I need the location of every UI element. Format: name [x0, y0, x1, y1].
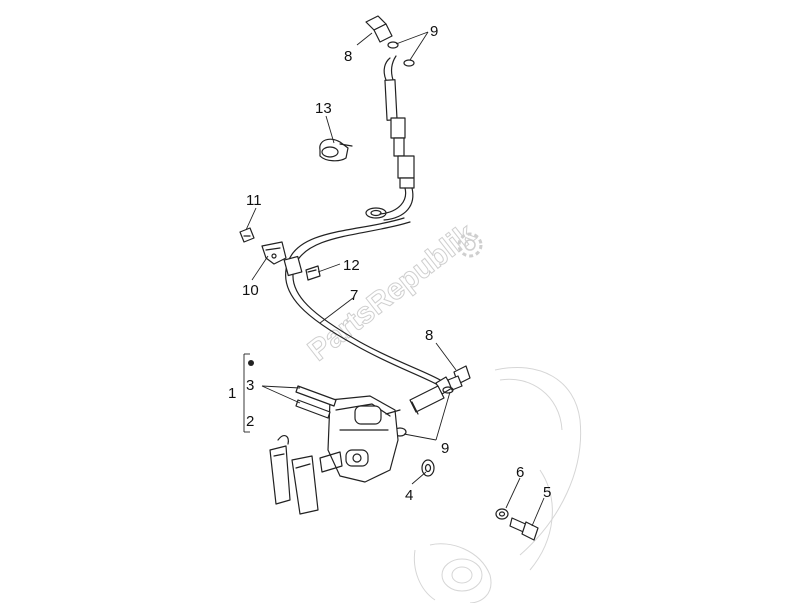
callout-8-top: 8 [344, 48, 352, 65]
callout-6: 6 [516, 464, 524, 481]
part-banjo-bolt-top [365, 15, 393, 43]
callout-9-top: 9 [430, 23, 438, 40]
part-brake-pads [269, 435, 319, 515]
callout-labels: 8 9 13 11 10 12 7 8 1 3 2 9 4 6 5 [228, 23, 551, 504]
part-screw-11 [239, 227, 255, 243]
leader-lines [243, 31, 545, 527]
part-bolt-5 [509, 517, 539, 541]
callout-9-lower: 9 [441, 440, 449, 457]
callout-8-lower: 8 [425, 327, 433, 344]
part-clamp-13 [319, 138, 353, 162]
callout-11: 11 [246, 192, 262, 209]
part-washer-4 [421, 459, 435, 477]
callout-13: 13 [315, 100, 332, 117]
gear-icon [457, 232, 483, 258]
callout-7: 7 [350, 287, 358, 304]
callout-1: 1 [228, 385, 236, 402]
background-wheel-outline [413, 366, 582, 603]
part-brake-hose-upper [365, 55, 415, 221]
part-brake-hose-flexible [283, 217, 453, 415]
part-washers-top [387, 41, 415, 67]
watermark-text: PartsRepublik [302, 217, 482, 367]
part-bolts-3 [295, 385, 337, 419]
part-clip-12 [305, 265, 321, 281]
watermark: PartsRepublik [301, 217, 483, 368]
callout-2: 2 [246, 413, 254, 430]
callout-10: 10 [242, 282, 259, 299]
part-washer-6 [495, 508, 509, 520]
part-brake-caliper [319, 395, 401, 483]
callout-4: 4 [405, 487, 413, 504]
callout-12: 12 [343, 257, 360, 274]
part-bracket-10 [261, 241, 287, 265]
callout-5: 5 [543, 484, 551, 501]
part-banjo-bolt-lower [447, 365, 471, 391]
callout-3: 3 [246, 377, 254, 394]
